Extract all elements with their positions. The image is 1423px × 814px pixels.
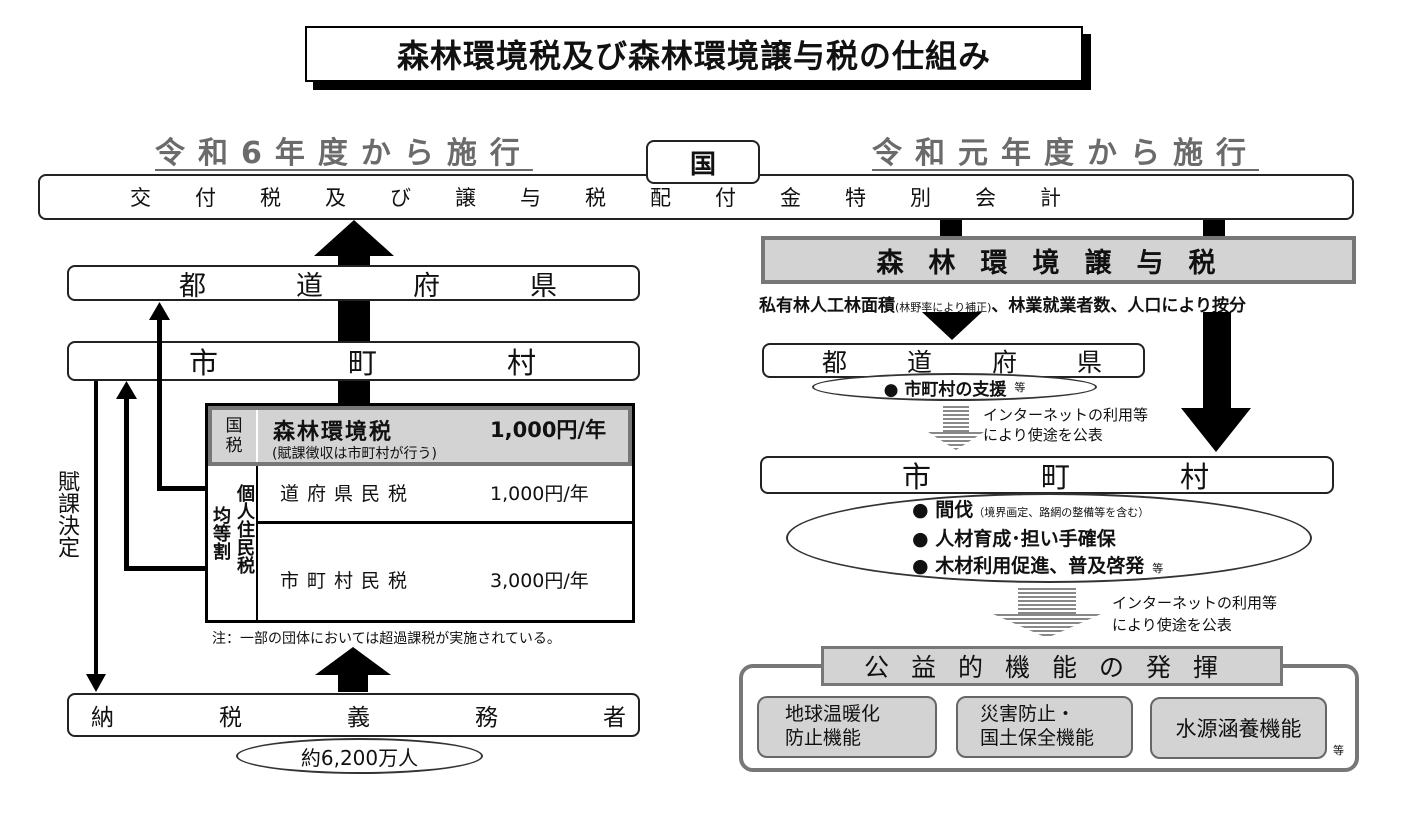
use-item-2: ● 人材育成･担い手確保 [912,526,1163,553]
use2-text: ● 人材育成･担い手確保 [912,528,1116,550]
joyozei-text: 森林環境譲与税 [876,247,1241,279]
right-header-text: 令和元年度から施行 [872,136,1259,171]
muni-arrow-head [116,381,137,399]
right-municipality-text: 市町村 [902,460,1320,494]
pref-use-ellipse: ● 市町村の支援 等 [812,373,1097,401]
pref-down-arrowhead [922,312,982,340]
publish-arrow-2-body [1018,588,1076,616]
pref-arrow-line [157,318,162,490]
forest-env-tax-label: 森林環境税 [273,420,394,445]
function-3-text: 水源涵養機能 [1175,717,1302,741]
function-box-1: 地球温暖化 防止機能 [757,696,937,758]
pref-arrow-horizontal [157,486,205,491]
tax-table: 国税 森林環境税 1,000円/年 (賦課徴収は市町村が行う) 均等割 個人住民… [205,403,635,623]
allocation-text: 私有林人工林面積(林野率により補正)、林業就業者数、人口により按分 [759,291,1423,316]
use1-main: ● 間伐 [912,499,974,521]
publish-text-1: インターネットの利用等 により使途を公表 [983,405,1148,445]
kojin-column [208,466,258,620]
muni-use-ellipse [786,493,1312,583]
function-1-text: 地球温暖化 防止機能 [785,703,881,749]
fuka-kettei-label: 賦課決定 [48,470,79,558]
allocation-main-2: 、林業就業者数、人口により按分 [991,296,1247,316]
kintouwari-label: 均等割 [210,506,231,560]
functions-etc: 等 [1333,744,1344,757]
taxpayer-shaft [338,674,368,692]
tax-note: 注：一部の団体においては超過課税が実施されている。 [212,631,561,647]
pref-tax-label: 道府県民税 [280,483,416,505]
fuka-arrow-head [86,674,106,692]
taxpayer-count-ellipse: 約6,200万人 [236,738,483,774]
joyozei-box: 森林環境譲与税 [761,236,1356,284]
taxpayer-arrowhead-up [315,647,391,675]
muni-tax-amount: 3,000円/年 [490,570,589,592]
national-tax-text: 国税 [225,416,243,456]
publish-1-line2: により使途を公表 [983,426,1103,444]
allocation-small: (林野率により補正) [895,301,992,314]
pref-tax-amount: 1,000円/年 [490,483,589,505]
right-prefecture-text: 都道府県 [822,347,1163,377]
publish-2-line1: インターネットの利用等 [1112,594,1278,612]
right-big-arrowhead [1181,408,1251,452]
public-function-text: 公益的機能の発揮 [863,653,1240,682]
left-prefecture-box: 都道府県 [67,265,640,302]
fuka-kettei-text: 賦課決定 [54,470,79,558]
function-box-3: 水源涵養機能 [1150,697,1327,759]
left-header: 令和6年度から施行 [155,128,550,172]
use-item-1: ● 間伐（境界画定、路網の整備等を含む） [912,497,1163,526]
national-tax-tag: 国税 [212,410,258,462]
taxpayers-text: 納税義務者 [91,705,731,731]
pref-use-etc: 等 [1014,381,1026,394]
muni-tax-label: 市町村民税 [280,570,416,592]
use3-main: ● 木材利用促進、普及啓発 [912,555,1145,577]
pref-use-main: ● 市町村の支援 [883,379,1007,400]
right-header: 令和元年度から施行 [872,128,1267,172]
kojin-juminzei-label: 個人住民税 [232,484,255,574]
forest-env-tax-note: (賦課徴収は市町村が行う) [272,446,437,462]
kojin-juminzei-text: 個人住民税 [234,484,255,574]
left-municipality-text: 市町村 [189,346,667,380]
title-box: 森林環境税及び森林環境譲与税の仕組み [305,26,1083,82]
publish-arrow-1-body [943,406,969,434]
left-prefecture-text: 都道府県 [179,270,647,302]
public-function-title-box: 公益的機能の発揮 [821,646,1283,686]
publish-2-line2: により使途を公表 [1112,616,1232,634]
joyo-connector-left [940,220,962,236]
special-account-text: 交付税及び譲与税配付金特別会計 [130,186,1105,210]
function-box-2: 災害防止・ 国土保全機能 [956,696,1133,758]
use1-sub: （境界画定、路網の整備等を含む） [973,506,1150,519]
joyo-connector-right [1203,220,1225,236]
fuka-arrow-line [94,381,98,677]
left-arrowhead-up [314,220,394,256]
page-title: 森林環境税及び森林環境譲与税の仕組み [396,37,991,75]
publish-arrow-2-head [993,614,1101,638]
kintouwari-text: 均等割 [210,506,231,560]
publish-text-2: インターネットの利用等 により使途を公表 [1112,592,1277,636]
left-header-text: 令和6年度から施行 [155,136,533,171]
muni-use-list: ● 間伐（境界画定、路網の整備等を含む） ● 人材育成･担い手確保 ● 木材利用… [912,497,1163,582]
right-prefecture-box: 都道府県 [762,343,1145,378]
allocation-main-1: 私有林人工林面積 [759,296,895,316]
left-municipality-box: 市町村 [67,341,640,381]
right-big-shaft [1203,312,1231,412]
forest-env-tax-row [208,406,632,466]
muni-arrow-horizontal [124,566,205,571]
right-municipality-box: 市町村 [760,456,1334,494]
publish-arrow-1-head [928,432,984,450]
kuni-label: 国 [689,149,716,180]
taxpayer-count-text: 約6,200万人 [300,745,419,770]
use-item-3: ● 木材利用促進、普及啓発等 [912,553,1163,582]
row-divider [258,521,632,524]
use3-etc: 等 [1152,562,1164,575]
publish-1-line1: インターネットの利用等 [983,406,1149,424]
forest-env-tax-amount: 1,000円/年 [490,418,607,442]
kuni-tab: 国 [646,140,760,184]
taxpayers-box: 納税義務者 [67,693,640,737]
muni-arrow-line [124,396,129,570]
function-2-text: 災害防止・ 国土保全機能 [980,703,1095,749]
pref-arrow-head [149,302,170,320]
